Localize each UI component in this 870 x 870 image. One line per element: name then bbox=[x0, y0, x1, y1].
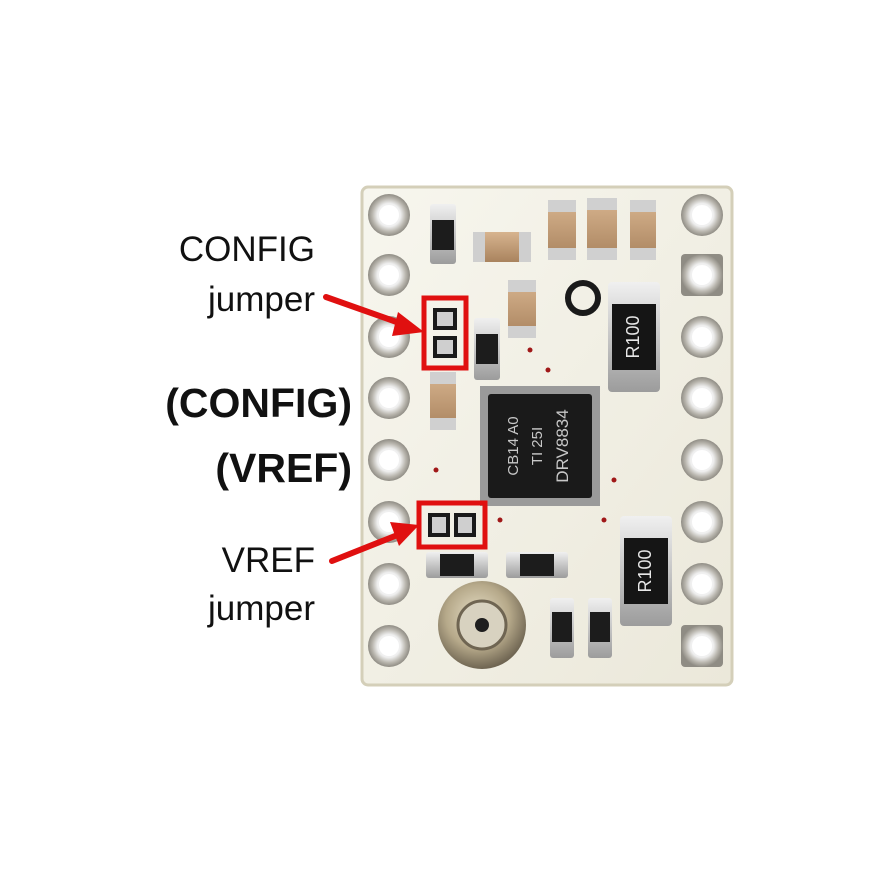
potentiometer bbox=[438, 581, 526, 669]
sense-resistor-top-marking: R100 bbox=[623, 315, 643, 358]
config-jumper-pads bbox=[433, 308, 457, 358]
sense-resistor-bottom bbox=[620, 516, 672, 626]
config-jumper-label-line1: CONFIG bbox=[178, 230, 315, 269]
sense-resistor-top bbox=[608, 282, 660, 392]
config-jumper-label-line2: jumper bbox=[208, 280, 315, 319]
ic-part-marking: DRV8834 bbox=[553, 409, 572, 482]
sense-resistor-bottom-marking: R100 bbox=[635, 549, 655, 592]
smd-components-bottom bbox=[426, 347, 617, 658]
vref-arrow bbox=[329, 522, 419, 564]
ic-code-marking: CB14 A0 bbox=[505, 416, 522, 475]
vref-jumper-pads bbox=[428, 513, 476, 537]
smd-components-top bbox=[430, 198, 656, 430]
ic-lot-marking: TI 25I bbox=[529, 427, 546, 465]
vref-jumper-label-line2: jumper bbox=[208, 589, 315, 628]
config-arrow bbox=[323, 294, 424, 336]
right-header-pads bbox=[681, 194, 723, 667]
config-jumper-highlight bbox=[421, 295, 469, 371]
driver-ic bbox=[480, 386, 600, 506]
vref-jumper-label-line1: VREF bbox=[221, 541, 315, 580]
config-pin-label: (CONFIG) bbox=[165, 380, 352, 426]
vref-pin-label: (VREF) bbox=[215, 445, 352, 491]
